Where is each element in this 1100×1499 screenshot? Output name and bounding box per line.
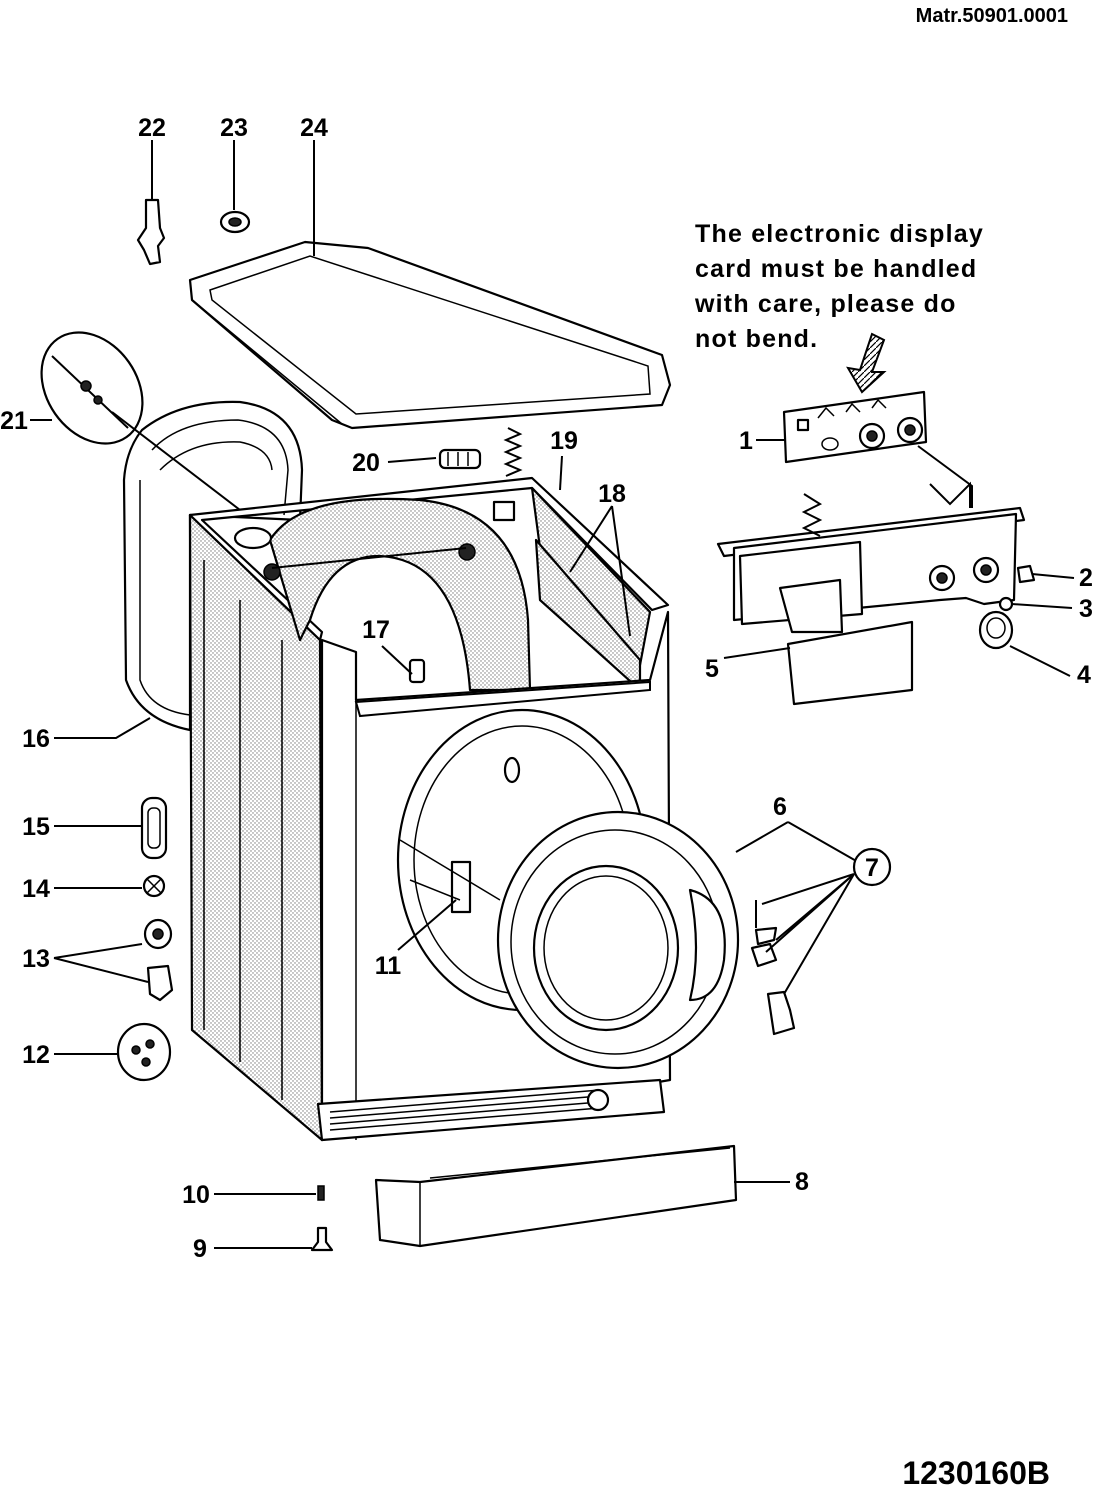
document-number: Matr.50901.0001 — [916, 5, 1068, 27]
button-small-part — [998, 596, 1014, 612]
callout-14: 14 — [22, 875, 50, 903]
leader-lines — [30, 140, 1075, 1249]
callout-9: 9 — [193, 1235, 207, 1263]
callout-4: 4 — [1077, 661, 1091, 689]
part-20-icon — [438, 448, 482, 470]
callout-21: 21 — [0, 407, 28, 435]
control-panel-part — [716, 481, 1026, 634]
callout-13: 13 — [22, 945, 50, 973]
callout-22: 22 — [138, 114, 166, 142]
note-line: The electronic display — [695, 220, 984, 248]
callout-12: 12 — [22, 1041, 50, 1069]
display-card-part — [782, 390, 928, 464]
note-line: card must be handled — [695, 255, 977, 283]
plinth-part — [374, 1144, 738, 1248]
callout-16: 16 — [22, 725, 50, 753]
door-lock-part — [399, 839, 501, 914]
callout-8: 8 — [795, 1168, 809, 1196]
note-arrow-icon — [846, 332, 887, 394]
callout-circle-7 — [852, 847, 892, 887]
callout-24: 24 — [300, 114, 328, 142]
callout-2: 2 — [1079, 564, 1093, 592]
part-22-icon — [136, 198, 166, 266]
callout-23: 23 — [220, 114, 248, 142]
callout-11: 11 — [375, 952, 402, 980]
door-part — [496, 810, 740, 1070]
part-17-icon — [408, 658, 426, 684]
callout-6: 6 — [773, 793, 787, 821]
drawer-part — [786, 620, 914, 706]
callout-20: 20 — [352, 449, 380, 477]
callout-18: 18 — [598, 480, 626, 508]
top-cover-part — [188, 240, 672, 430]
part-14-icon — [142, 874, 166, 898]
hinge-parts — [750, 900, 796, 1036]
callout-17: 17 — [362, 616, 390, 644]
part-10-icon — [317, 1185, 325, 1201]
callout-19: 19 — [550, 427, 578, 455]
part-13-icon — [143, 918, 174, 1002]
part-12-icon — [116, 1022, 172, 1082]
cabinet-part — [188, 476, 672, 1142]
callout-labels: 22 23 24 21 20 19 18 17 16 15 14 13 12 1… — [0, 114, 1093, 1263]
spring-19-icon — [503, 427, 523, 477]
callout-1: 1 — [739, 427, 753, 455]
part-21-detail — [40, 331, 241, 511]
part-15-icon — [140, 796, 168, 860]
part-23-icon — [219, 210, 251, 234]
rear-panel-part — [122, 400, 304, 732]
handling-note: The electronic display card must be hand… — [694, 220, 984, 353]
callout-7: 7 — [865, 854, 879, 882]
drawing-code: 1230160B — [902, 1455, 1050, 1491]
part-9-icon — [310, 1226, 334, 1252]
callout-15: 15 — [22, 813, 50, 841]
callout-10: 10 — [182, 1181, 210, 1209]
button-part — [1016, 564, 1036, 584]
knob-part — [978, 610, 1014, 650]
note-line: not bend. — [695, 325, 818, 353]
callout-5: 5 — [705, 655, 719, 683]
callout-3: 3 — [1079, 595, 1093, 623]
note-line: with care, please do — [694, 290, 957, 318]
